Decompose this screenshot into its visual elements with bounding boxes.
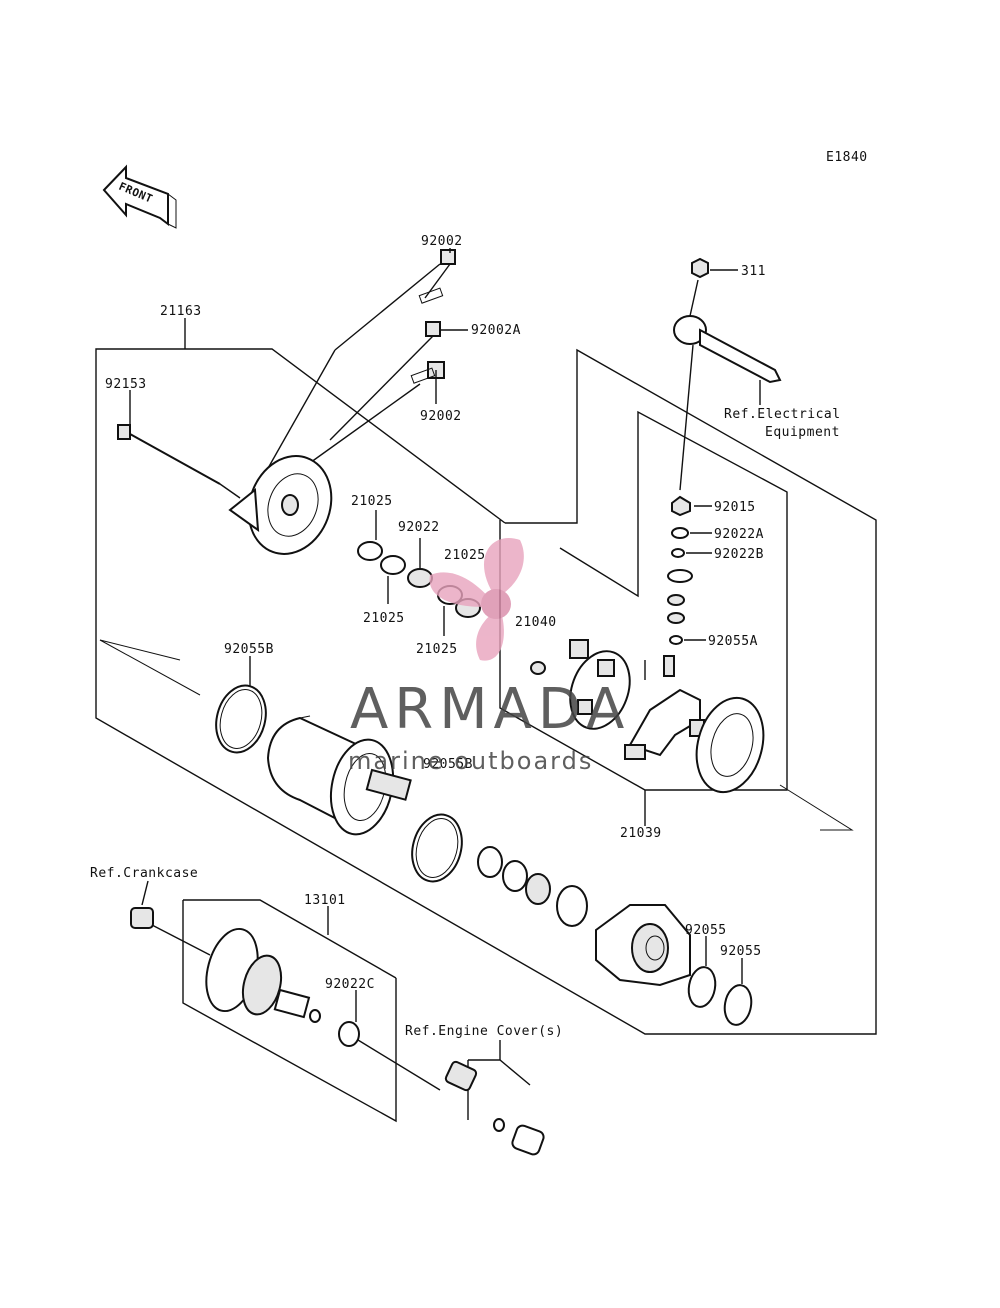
label-92002-mid: 92002 — [420, 409, 462, 424]
label-21025-d: 21025 — [416, 642, 458, 657]
label-21025-a: 21025 — [351, 494, 393, 509]
label-92022C: 92022C — [325, 977, 375, 992]
label-92002A: 92002A — [471, 323, 521, 338]
label-92055A: 92055A — [708, 634, 758, 649]
propeller-logo-icon — [429, 538, 524, 661]
assembly-bracket-21163 — [95, 348, 877, 1035]
terminal-nut-311 — [691, 257, 738, 279]
watermark-brand: ARMADA — [350, 677, 630, 742]
watermark-tagline: marine outboards — [348, 747, 593, 775]
label-92002-top: 92002 — [421, 234, 463, 249]
label-311: 311 — [741, 264, 766, 279]
washer-stack — [667, 495, 712, 645]
brush-ring — [695, 696, 765, 794]
bolt-92002A — [329, 321, 441, 441]
label-92022A: 92022A — [714, 527, 764, 542]
label-21025-c: 21025 — [363, 611, 405, 626]
electrical-cable-end — [673, 279, 782, 491]
label-21039: 21039 — [620, 826, 662, 841]
assembly-bracket-13101 — [182, 900, 397, 1123]
bolt-92002-top — [418, 249, 456, 304]
label-21025-b: 21025 — [444, 548, 486, 563]
label-ref-equipment: Equipment — [765, 425, 840, 440]
label-92153: 92153 — [105, 377, 147, 392]
through-bolt-92153 — [117, 424, 241, 499]
label-92055-b: 92055 — [720, 944, 762, 959]
label-92022: 92022 — [398, 520, 440, 535]
label-21163: 21163 — [160, 304, 202, 319]
front-washers — [477, 846, 588, 927]
spring-idler — [444, 1060, 545, 1156]
label-92055-a: 92055 — [685, 923, 727, 938]
motor-yoke — [266, 715, 412, 836]
front-cover — [595, 904, 691, 987]
diagram-code: E1840 — [826, 150, 868, 165]
brush-holder-21040 — [530, 639, 631, 730]
label-92022B: 92022B — [714, 547, 764, 562]
label-ref-electrical: Ref.Electrical — [724, 407, 841, 422]
assembly-bracket-21039 — [499, 410, 788, 791]
starter-clutch-13101 — [130, 907, 321, 1023]
o-ring-92055-a — [687, 936, 717, 1008]
label-92055B-b: 92055B — [423, 757, 473, 772]
washer-92022C — [338, 990, 441, 1091]
label-21040: 21040 — [515, 615, 557, 630]
label-ref-crankcase: Ref.Crankcase — [90, 866, 198, 881]
brush-plate-21039 — [624, 655, 705, 760]
label-92015: 92015 — [714, 500, 756, 515]
label-13101: 13101 — [304, 893, 346, 908]
o-ring-92055-b — [723, 958, 753, 1026]
o-ring-92055B-right — [411, 813, 463, 883]
o-ring-92055B-left — [215, 656, 267, 754]
label-92055B-a: 92055B — [224, 642, 274, 657]
front-arrow-icon: FRONT — [102, 164, 177, 229]
rear-cover — [228, 455, 333, 555]
label-ref-engine-cover: Ref.Engine Cover(s) — [405, 1024, 563, 1039]
